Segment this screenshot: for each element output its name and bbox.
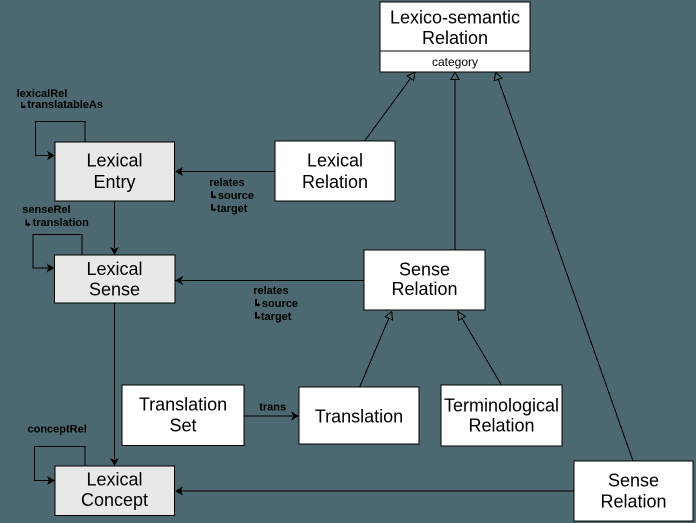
svg-text:Entry: Entry — [93, 172, 135, 192]
svg-text:category: category — [432, 55, 478, 69]
svg-text:trans: trans — [259, 402, 286, 414]
svg-text:Relation: Relation — [422, 28, 488, 48]
svg-text:Sense: Sense — [608, 471, 659, 491]
svg-text:Lexical: Lexical — [86, 470, 142, 490]
svg-text:relates: relates — [253, 285, 288, 297]
svg-text:lexicalRel: lexicalRel — [17, 88, 68, 100]
svg-text:Sense: Sense — [89, 280, 140, 300]
svg-text:source: source — [262, 298, 298, 310]
svg-text:Relation: Relation — [468, 416, 534, 436]
svg-text:translatableAs: translatableAs — [27, 99, 103, 111]
svg-text:Relation: Relation — [391, 279, 457, 299]
svg-text:Concept: Concept — [81, 490, 148, 510]
svg-text:Lexical: Lexical — [86, 151, 142, 171]
svg-text:Lexical: Lexical — [307, 151, 363, 171]
svg-text:Lexical: Lexical — [86, 259, 142, 279]
svg-text:target: target — [217, 203, 248, 215]
svg-text:Sense: Sense — [399, 260, 450, 280]
svg-text:translation: translation — [33, 217, 90, 229]
svg-text:relates: relates — [209, 177, 244, 189]
svg-text:conceptRel: conceptRel — [28, 424, 87, 436]
svg-text:Translation: Translation — [139, 394, 227, 414]
svg-text:Lexico-semantic: Lexico-semantic — [390, 8, 520, 28]
svg-text:senseRel: senseRel — [22, 204, 70, 216]
svg-text:Set: Set — [169, 416, 196, 436]
svg-text:target: target — [261, 311, 292, 323]
svg-text:Relation: Relation — [302, 172, 368, 192]
svg-text:Translation: Translation — [315, 407, 403, 427]
svg-text:Terminological: Terminological — [444, 395, 559, 415]
svg-text:source: source — [218, 190, 254, 202]
svg-text:Relation: Relation — [600, 492, 666, 512]
